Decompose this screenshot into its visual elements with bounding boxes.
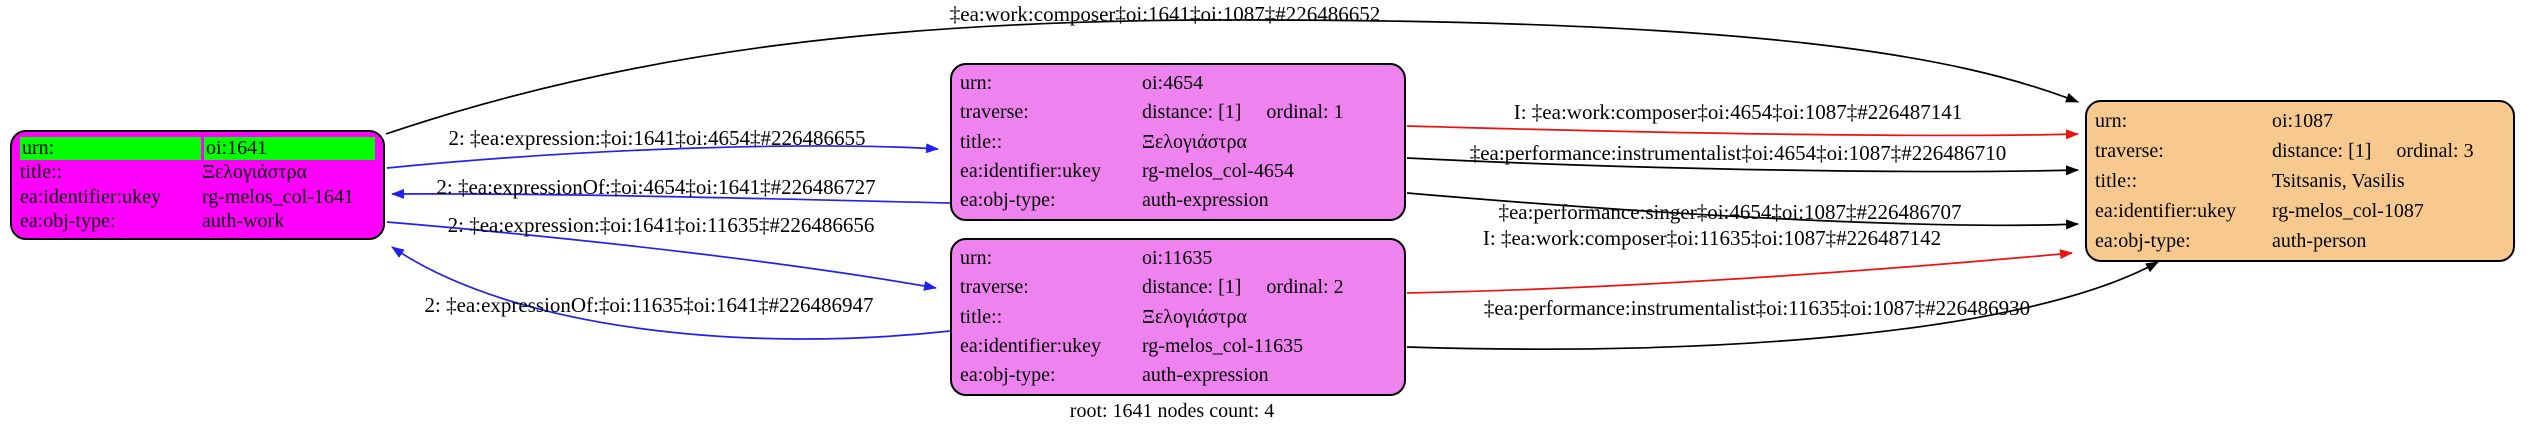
node-row-objtype: ea:obj-type: auth-expression [952, 361, 1404, 390]
node-row-identifier: ea:identifier:ukey rg-melos_col-1641 [12, 185, 383, 210]
row-key: ea:obj-type: [2095, 229, 2191, 252]
node-row-title: title:: Ξελογιάστρα [12, 161, 383, 186]
node-row-traverse: traverse: distance: [1] ordinal: 1 [952, 98, 1404, 127]
row-key: ea:obj-type: [960, 363, 1056, 386]
edge-work-composer-11635 [1406, 249, 2073, 294]
node-person-1087[interactable]: urn: oi:1087 traverse: distance: [1] ord… [2085, 100, 2515, 262]
row-value: Ξελογιάστρα [1142, 305, 1247, 328]
row-key: urn: [20, 136, 201, 160]
row-key: traverse: [960, 101, 1029, 124]
row-value: auth-expression [1142, 188, 1269, 211]
edge-label-perf-instrumentalist-11635: ‡ea:performance:instrumentalist‡oi:11635… [1483, 296, 2031, 320]
edge-perf-instrumentalist-11635 [1406, 261, 2159, 351]
row-key: ea:identifier:ukey [20, 185, 162, 208]
row-key: ea:obj-type: [960, 188, 1056, 211]
row-value: auth-work [202, 210, 285, 233]
edge-label-expression-4654: 2: ‡ea:expression:‡oi:1641‡oi:4654‡#2264… [448, 126, 866, 150]
node-row-urn: urn: oi:1087 [2087, 106, 2513, 136]
row-key: title:: [960, 305, 1003, 328]
row-key: title:: [960, 130, 1003, 153]
row-key: title:: [20, 161, 63, 184]
row-value: distance: [1] ordinal: 2 [1142, 276, 1344, 299]
row-value: distance: [1] ordinal: 3 [2272, 139, 2474, 162]
row-value: auth-expression [1142, 363, 1269, 386]
row-value: rg-melos_col-11635 [1142, 334, 1304, 357]
row-key: ea:identifier:ukey [2095, 199, 2237, 222]
edge-expressionOf-4654 [391, 188, 951, 204]
edge-label-expressionOf-4654: 2: ‡ea:expressionOf:‡oi:4654‡oi:1641‡#22… [436, 175, 876, 199]
row-value: oi:1641 [204, 136, 375, 160]
row-key: traverse: [960, 276, 1029, 299]
edge-work-composer-1641 [385, 19, 2079, 135]
edge-expressionOf-11635 [391, 246, 951, 340]
row-key: ea:obj-type: [20, 210, 116, 233]
row-value: Tsitsanis, Vasilis [2272, 169, 2405, 192]
node-row-objtype: ea:obj-type: auth-work [12, 210, 383, 235]
edge-label-expression-11635: 2: ‡ea:expression:‡oi:1641‡oi:11635‡#226… [447, 213, 875, 237]
row-key: urn: [960, 247, 993, 270]
row-value: rg-melos_col-1641 [202, 185, 354, 208]
node-expression-11635[interactable]: urn: oi:11635 traverse: distance: [1] or… [950, 238, 1406, 396]
edge-label-expressionOf-11635: 2: ‡ea:expressionOf:‡oi:11635‡oi:1641‡#2… [424, 293, 874, 317]
node-row-identifier: ea:identifier:ukey rg-melos_col-11635 [952, 332, 1404, 361]
node-row-urn: urn: oi:4654 [952, 69, 1404, 98]
node-row-title: title:: Tsitsanis, Vasilis [2087, 166, 2513, 196]
edge-label-perf-singer-4654: ‡ea:performance:singer‡oi:4654‡oi:1087‡#… [1498, 200, 1962, 224]
node-row-traverse: traverse: distance: [1] ordinal: 3 [2087, 136, 2513, 166]
row-key: ea:identifier:ukey [960, 159, 1102, 182]
edge-label-work-composer-1641: ‡ea:work:composer‡oi:1641‡oi:1087‡#22648… [949, 2, 1381, 26]
row-key: title:: [2095, 169, 2138, 192]
row-value: auth-person [2272, 229, 2367, 252]
row-value: oi:1087 [2272, 109, 2334, 132]
edge-expression-4654 [386, 143, 939, 169]
edge-work-composer-4654 [1406, 125, 2079, 140]
row-key: urn: [960, 72, 993, 95]
row-value: distance: [1] ordinal: 1 [1142, 101, 1344, 124]
graph-caption: root: 1641 nodes count: 4 [1069, 400, 1275, 422]
edge-label-perf-instrumentalist-4654: ‡ea:performance:instrumentalist‡oi:4654‡… [1469, 141, 2007, 165]
node-row-urn: urn: oi:1641 [12, 136, 383, 161]
node-row-identifier: ea:identifier:ukey rg-melos_col-1087 [2087, 196, 2513, 226]
row-value: rg-melos_col-4654 [1142, 159, 1294, 182]
node-row-title: title:: Ξελογιάστρα [952, 302, 1404, 331]
row-key: urn: [2095, 109, 2128, 132]
row-key: ea:identifier:ukey [960, 334, 1102, 357]
node-row-urn: urn: oi:11635 [952, 244, 1404, 273]
node-row-identifier: ea:identifier:ukey rg-melos_col-4654 [952, 157, 1404, 186]
node-work-1641[interactable]: urn: oi:1641 title:: Ξελογιάστρα ea:iden… [10, 130, 385, 240]
node-expression-4654[interactable]: urn: oi:4654 traverse: distance: [1] ord… [950, 63, 1406, 221]
node-row-title: title:: Ξελογιάστρα [952, 127, 1404, 156]
row-value: rg-melos_col-1087 [2272, 199, 2424, 222]
edge-perf-singer-4654 [1406, 192, 2079, 230]
edge-label-work-composer-11635: I: ‡ea:work:composer‡oi:11635‡oi:1087‡#2… [1482, 226, 1942, 250]
row-value: oi:4654 [1142, 72, 1204, 95]
node-row-objtype: ea:obj-type: auth-expression [952, 186, 1404, 215]
row-value: Ξελογιάστρα [202, 161, 307, 184]
row-value: Ξελογιάστρα [1142, 130, 1247, 153]
edge-perf-instrumentalist-4654 [1406, 157, 2079, 176]
node-row-traverse: traverse: distance: [1] ordinal: 2 [952, 273, 1404, 302]
node-row-objtype: ea:obj-type: auth-person [2087, 226, 2513, 256]
row-key: traverse: [2095, 139, 2164, 162]
edge-expression-11635 [386, 221, 937, 291]
edge-label-work-composer-4654: I: ‡ea:work:composer‡oi:4654‡oi:1087‡#22… [1513, 100, 1963, 124]
row-value: oi:11635 [1142, 247, 1213, 270]
